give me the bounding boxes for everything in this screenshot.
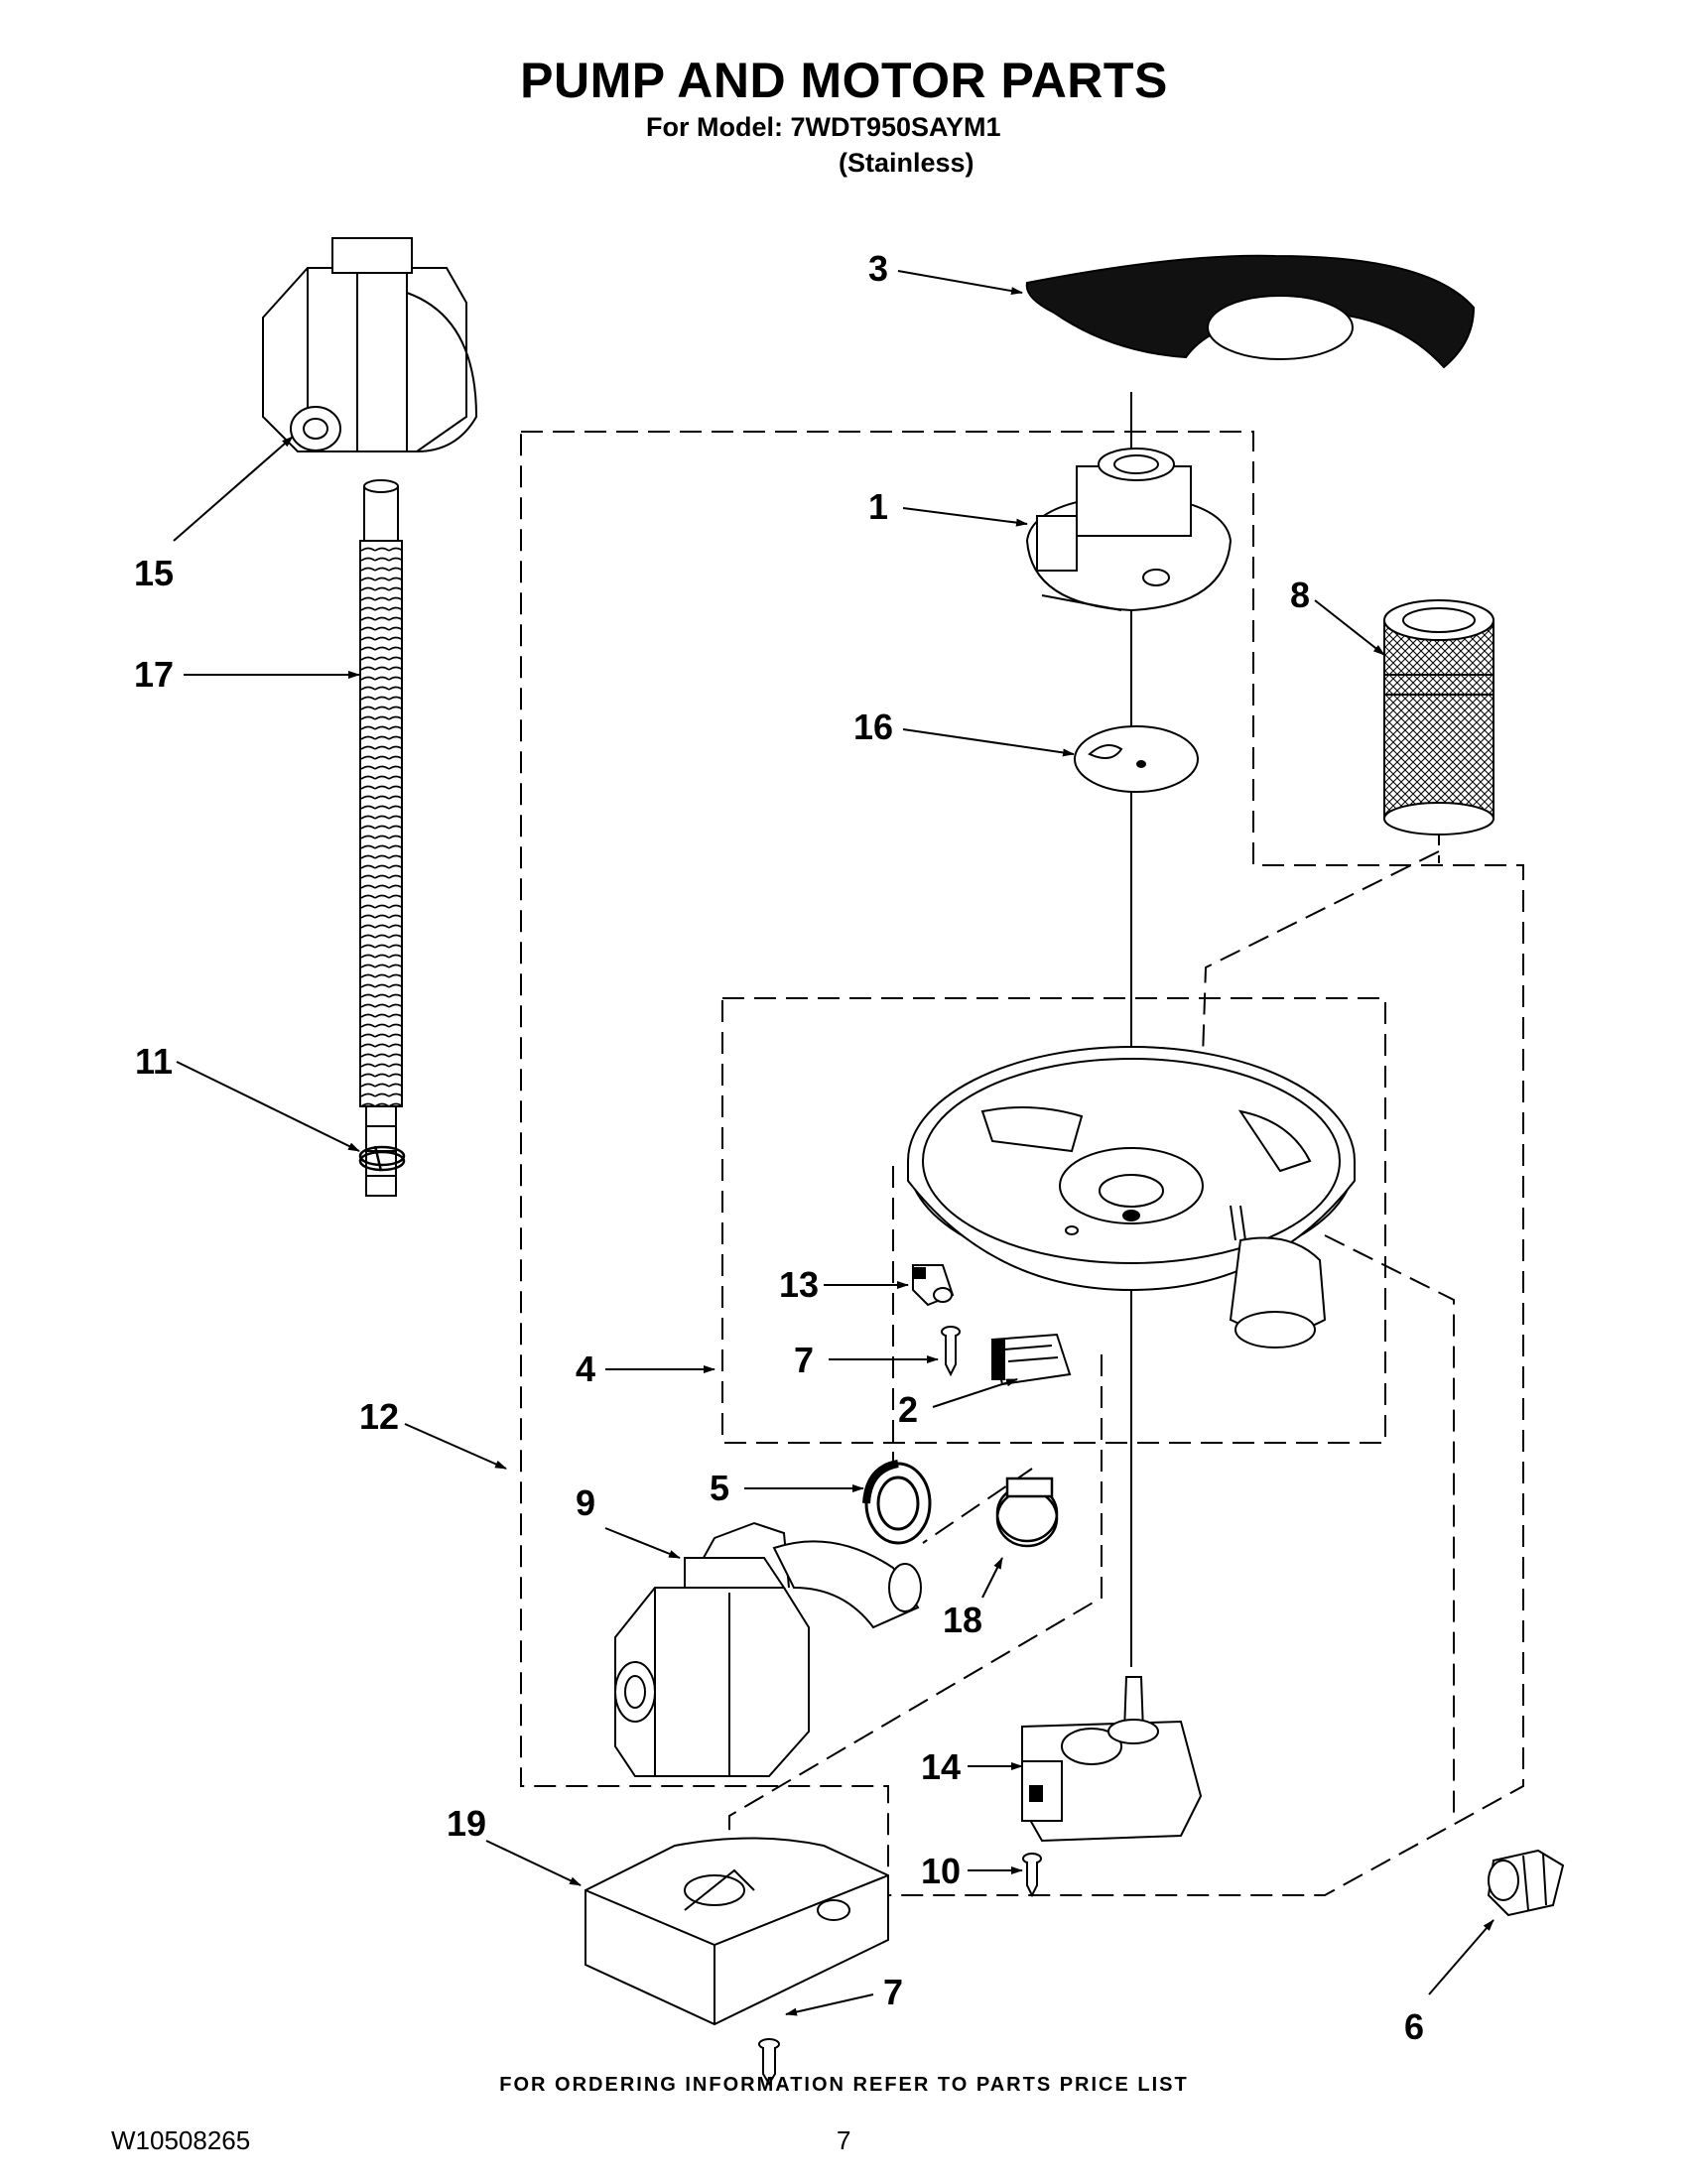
part-6-sensor xyxy=(1487,1849,1565,1917)
part-13-bracket xyxy=(912,1264,955,1307)
document-number: W10508265 xyxy=(111,2125,251,2155)
callout-12: 12 xyxy=(359,1396,399,1437)
part-15-drain-motor xyxy=(262,237,478,452)
page-title: PUMP AND MOTOR PARTS xyxy=(520,53,1168,108)
callout-3: 3 xyxy=(868,248,888,289)
part-19-cover xyxy=(584,1837,889,2026)
dashed-group-lines xyxy=(520,392,1524,1896)
part-2-connector xyxy=(990,1333,1072,1386)
callout-labels: 3 1 16 8 15 17 11 4 13 7 2 12 5 9 18 14 … xyxy=(134,248,1424,2047)
model-number: For Model: 7WDT950SAYM1 xyxy=(646,112,1001,142)
part-7-screw-a xyxy=(941,1326,961,1377)
callout-14: 14 xyxy=(921,1746,961,1787)
part-17-drain-hose xyxy=(359,479,403,1197)
callout-19: 19 xyxy=(447,1803,486,1844)
part-8-filter-cup xyxy=(1383,599,1494,835)
callout-6: 6 xyxy=(1404,2006,1424,2047)
callout-17: 17 xyxy=(134,654,174,695)
part-9-circulation-pump xyxy=(614,1521,922,1777)
part-10-screw xyxy=(1022,1853,1042,1898)
callout-7: 7 xyxy=(794,1340,814,1380)
callout-8: 8 xyxy=(1290,575,1310,615)
part-7-screw-b xyxy=(758,2038,780,2086)
callout-7-lower: 7 xyxy=(883,1972,903,2012)
callout-9: 9 xyxy=(576,1482,595,1523)
part-11-hose-clamp xyxy=(358,1145,406,1172)
part-18-clamp xyxy=(995,1477,1059,1548)
ordering-note: FOR ORDERING INFORMATION REFER TO PARTS … xyxy=(499,2074,1189,2096)
callout-1: 1 xyxy=(868,486,888,527)
part-14-diverter xyxy=(1021,1676,1203,1843)
model-variant: (Stainless) xyxy=(839,148,974,178)
callout-2: 2 xyxy=(898,1389,918,1430)
part-4-sump-housing xyxy=(907,1046,1356,1349)
callout-13: 13 xyxy=(779,1264,819,1305)
leader-arrows xyxy=(173,270,1494,2016)
part-1-upper-housing xyxy=(1025,448,1233,612)
page-number: 7 xyxy=(837,2125,851,2155)
callout-16: 16 xyxy=(853,707,893,747)
part-5-seal xyxy=(862,1460,932,1545)
callout-10: 10 xyxy=(921,1851,961,1891)
part-3-filter xyxy=(1025,254,1476,369)
callout-15: 15 xyxy=(134,553,174,593)
part-16-disc xyxy=(1074,725,1199,793)
callout-5: 5 xyxy=(710,1468,729,1508)
callout-4: 4 xyxy=(576,1349,595,1389)
callout-18: 18 xyxy=(943,1600,982,1640)
callout-11: 11 xyxy=(135,1041,173,1082)
